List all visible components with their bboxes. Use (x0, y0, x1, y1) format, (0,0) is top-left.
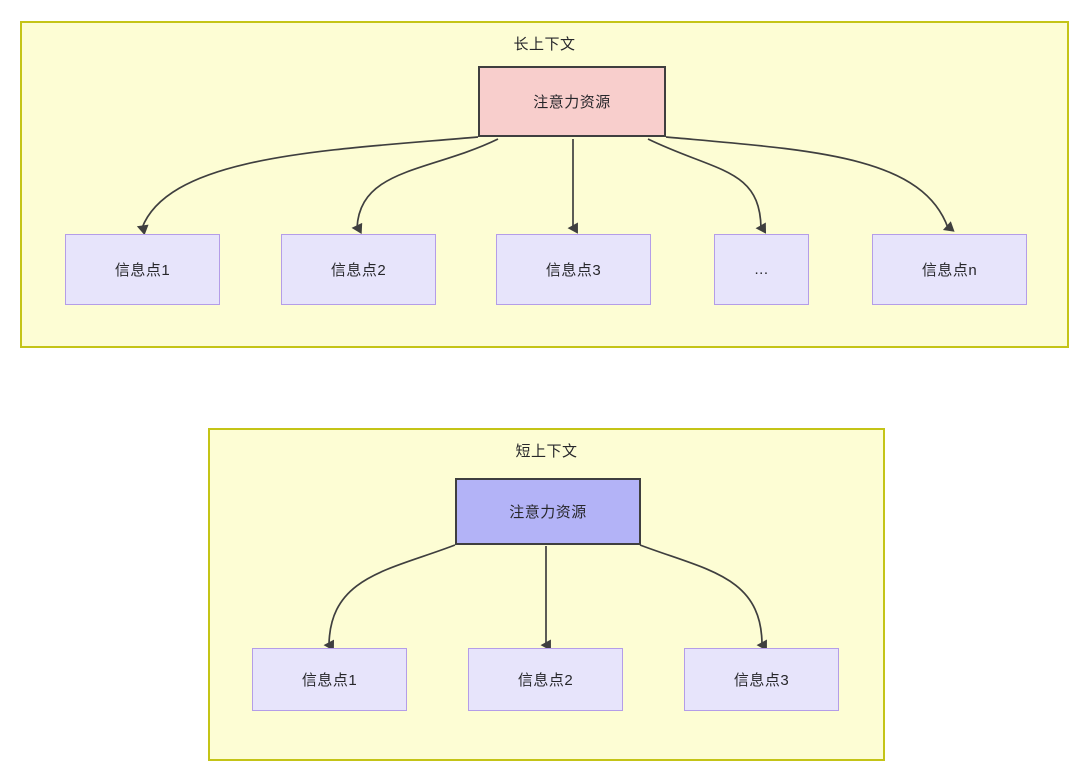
short-context-leaf-3[interactable]: 信息点3 (684, 648, 839, 711)
short-context-root-label: 注意力资源 (509, 504, 587, 521)
long-context-leaf-ellipsis-label: ... (754, 261, 769, 278)
edge-long-5 (665, 136, 955, 232)
long-context-leaf-3-label: 信息点3 (545, 262, 602, 279)
edge-long-1 (136, 136, 479, 236)
long-context-title: 长上下文 (513, 36, 576, 53)
edge-short-1 (323, 544, 456, 651)
short-context-leaf-2[interactable]: 信息点2 (468, 648, 623, 711)
short-context-leaf-1-label: 信息点1 (301, 672, 358, 689)
long-context-root-node[interactable]: 注意力资源 (478, 66, 666, 137)
long-context-leaf-2-label: 信息点2 (330, 262, 387, 279)
long-context-leaf-n-label: 信息点n (921, 262, 978, 279)
edge-short-3 (639, 544, 767, 651)
long-context-leaf-n[interactable]: 信息点n (872, 234, 1027, 305)
long-context-leaf-1-label: 信息点1 (114, 262, 171, 279)
short-context-root-node[interactable]: 注意力资源 (455, 478, 641, 545)
short-context-title: 短上下文 (515, 443, 578, 460)
short-context-leaf-2-label: 信息点2 (517, 672, 574, 689)
edge-long-2 (351, 138, 499, 235)
long-context-leaf-2[interactable]: 信息点2 (281, 234, 436, 305)
long-context-leaf-1[interactable]: 信息点1 (65, 234, 220, 305)
long-context-leaf-ellipsis[interactable]: ... (714, 234, 809, 305)
long-context-leaf-3[interactable]: 信息点3 (496, 234, 651, 305)
short-context-leaf-1[interactable]: 信息点1 (252, 648, 407, 711)
long-context-root-label: 注意力资源 (533, 94, 611, 111)
short-context-leaf-3-label: 信息点3 (733, 672, 790, 689)
edge-long-4 (647, 138, 767, 234)
